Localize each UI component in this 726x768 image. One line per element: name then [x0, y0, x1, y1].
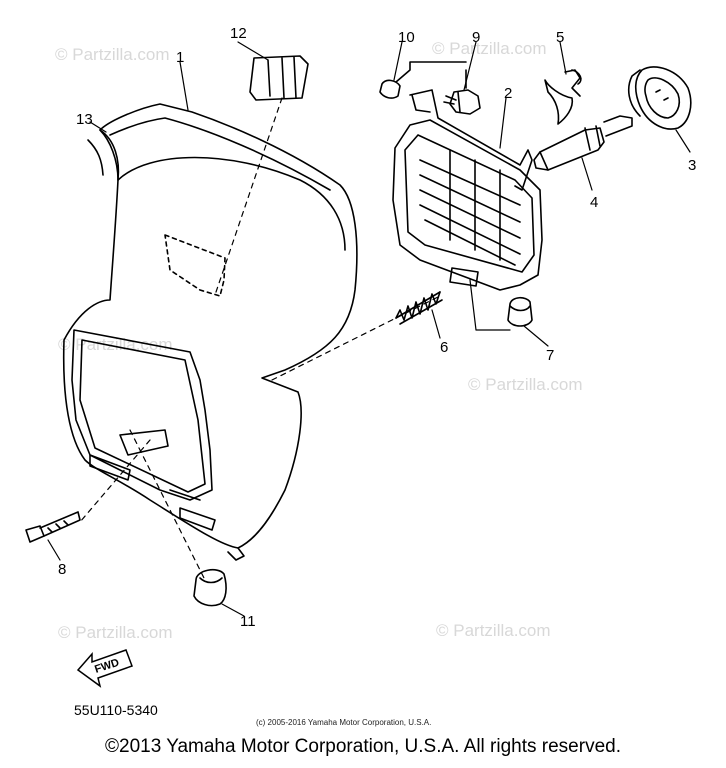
adjusting-spring-6 — [395, 291, 443, 325]
headlight-unit — [392, 89, 543, 291]
callout-8: 8 — [58, 561, 66, 578]
mounting-screw-8 — [25, 511, 81, 543]
callout-1: 1 — [176, 49, 184, 66]
grommet-11 — [193, 568, 227, 607]
callout-numbers: 1 2 3 4 5 6 7 8 9 10 11 12 13 — [58, 25, 696, 630]
callout-4: 4 — [590, 194, 598, 211]
bolt-9 — [443, 89, 481, 115]
diagram-part-code: 55U110-5340 — [74, 702, 158, 718]
headlight-bulb-4 — [533, 115, 633, 171]
watermark: © Partzilla.com — [468, 375, 583, 394]
grommet-10 — [379, 79, 401, 99]
callout-12: 12 — [230, 25, 247, 42]
callout-11: 11 — [240, 613, 256, 630]
watermark: © Partzilla.com — [58, 335, 173, 354]
callout-5: 5 — [556, 29, 564, 46]
callout-13: 13 — [76, 111, 93, 128]
watermarks: © Partzilla.com © Partzilla.com © Partzi… — [55, 39, 583, 642]
callout-6: 6 — [440, 339, 448, 356]
leader-lines — [47, 41, 691, 617]
copyright-footer: ©2013 Yamaha Motor Corporation, U.S.A. A… — [105, 736, 621, 757]
watermark: © Partzilla.com — [436, 621, 551, 640]
callout-2: 2 — [504, 85, 512, 102]
forward-arrow-icon: FWD — [76, 649, 133, 688]
headlight-cowl — [62, 103, 358, 561]
small-copyright: (c) 2005-2016 Yamaha Motor Corporation, … — [256, 718, 432, 727]
callout-9: 9 — [472, 29, 480, 46]
decal-12 — [249, 55, 309, 101]
assembly-lines — [79, 97, 441, 581]
callout-3: 3 — [688, 157, 696, 174]
callout-10: 10 — [398, 29, 415, 46]
bulb-socket-3 — [627, 66, 692, 130]
watermark: © Partzilla.com — [432, 39, 547, 58]
callout-7: 7 — [546, 347, 554, 364]
watermark: © Partzilla.com — [55, 45, 170, 64]
rubber-damper-7 — [507, 296, 533, 327]
watermark: © Partzilla.com — [58, 623, 173, 642]
spring-clip-5 — [544, 69, 582, 125]
